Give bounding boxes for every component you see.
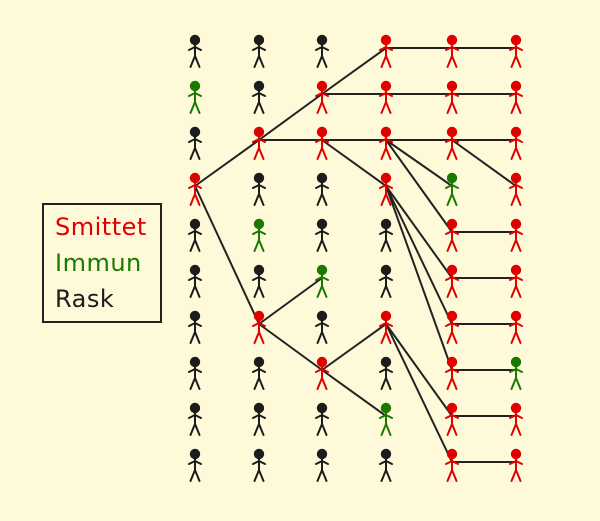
transmission-line — [385, 185, 453, 279]
person-healthy — [188, 448, 202, 482]
person-healthy — [188, 34, 202, 68]
person-healthy — [252, 80, 266, 114]
person-infected — [315, 126, 329, 160]
person-infected — [445, 80, 459, 114]
transmission-line — [258, 277, 323, 325]
person-immune — [188, 80, 202, 114]
person-infected — [509, 80, 523, 114]
person-healthy — [315, 218, 329, 252]
person-infected — [445, 126, 459, 160]
person-healthy — [315, 34, 329, 68]
person-healthy — [379, 264, 393, 298]
person-immune — [315, 264, 329, 298]
transmission-line — [321, 323, 387, 371]
person-healthy — [188, 310, 202, 344]
person-healthy — [188, 356, 202, 390]
person-infected — [379, 126, 393, 160]
person-infected — [445, 218, 459, 252]
transmission-line — [321, 47, 387, 95]
person-infected — [379, 172, 393, 206]
person-healthy — [252, 402, 266, 436]
transmission-line — [194, 139, 260, 187]
person-infected — [509, 264, 523, 298]
person-infected — [509, 34, 523, 68]
person-immune — [379, 402, 393, 436]
person-infected — [445, 356, 459, 390]
person-infected — [445, 402, 459, 436]
person-infected — [509, 310, 523, 344]
person-healthy — [379, 448, 393, 482]
legend-immune-label: Immun — [55, 249, 142, 277]
legend: Smittet Immun Rask — [42, 203, 162, 323]
transmission-line — [258, 93, 323, 141]
person-infected — [445, 310, 459, 344]
person-healthy — [252, 264, 266, 298]
person-healthy — [252, 356, 266, 390]
transmission-line — [385, 323, 453, 417]
person-healthy — [315, 448, 329, 482]
person-infected — [509, 172, 523, 206]
person-healthy — [315, 172, 329, 206]
person-infected — [252, 310, 266, 344]
person-infected — [509, 126, 523, 160]
person-immune — [445, 172, 459, 206]
person-infected — [379, 310, 393, 344]
person-infected — [188, 172, 202, 206]
person-healthy — [315, 402, 329, 436]
transmission-line — [385, 185, 453, 325]
person-infected — [445, 264, 459, 298]
person-infected — [509, 218, 523, 252]
legend-infected-label: Smittet — [55, 213, 147, 241]
person-healthy — [315, 310, 329, 344]
person-healthy — [188, 402, 202, 436]
transmission-line — [258, 323, 323, 371]
transmission-line — [385, 323, 453, 463]
person-infected — [252, 126, 266, 160]
transmission-line — [321, 139, 387, 187]
legend-healthy-label: Rask — [55, 285, 115, 313]
person-healthy — [252, 448, 266, 482]
transmission-line — [385, 139, 453, 187]
person-healthy — [188, 264, 202, 298]
person-infected — [315, 356, 329, 390]
transmission-line — [385, 139, 453, 233]
person-healthy — [252, 34, 266, 68]
person-infected — [509, 402, 523, 436]
person-infected — [445, 34, 459, 68]
person-healthy — [379, 356, 393, 390]
person-immune — [509, 356, 523, 390]
people-grid — [188, 34, 523, 482]
transmission-line — [385, 185, 453, 371]
transmission-lines — [194, 47, 517, 463]
transmission-line — [321, 369, 387, 417]
person-infected — [379, 34, 393, 68]
transmission-line — [451, 139, 517, 187]
transmission-line — [194, 185, 260, 325]
person-infected — [445, 448, 459, 482]
person-immune — [252, 218, 266, 252]
person-infected — [315, 80, 329, 114]
person-infected — [379, 80, 393, 114]
person-healthy — [188, 218, 202, 252]
person-infected — [509, 448, 523, 482]
person-healthy — [252, 172, 266, 206]
person-healthy — [379, 218, 393, 252]
person-healthy — [188, 126, 202, 160]
